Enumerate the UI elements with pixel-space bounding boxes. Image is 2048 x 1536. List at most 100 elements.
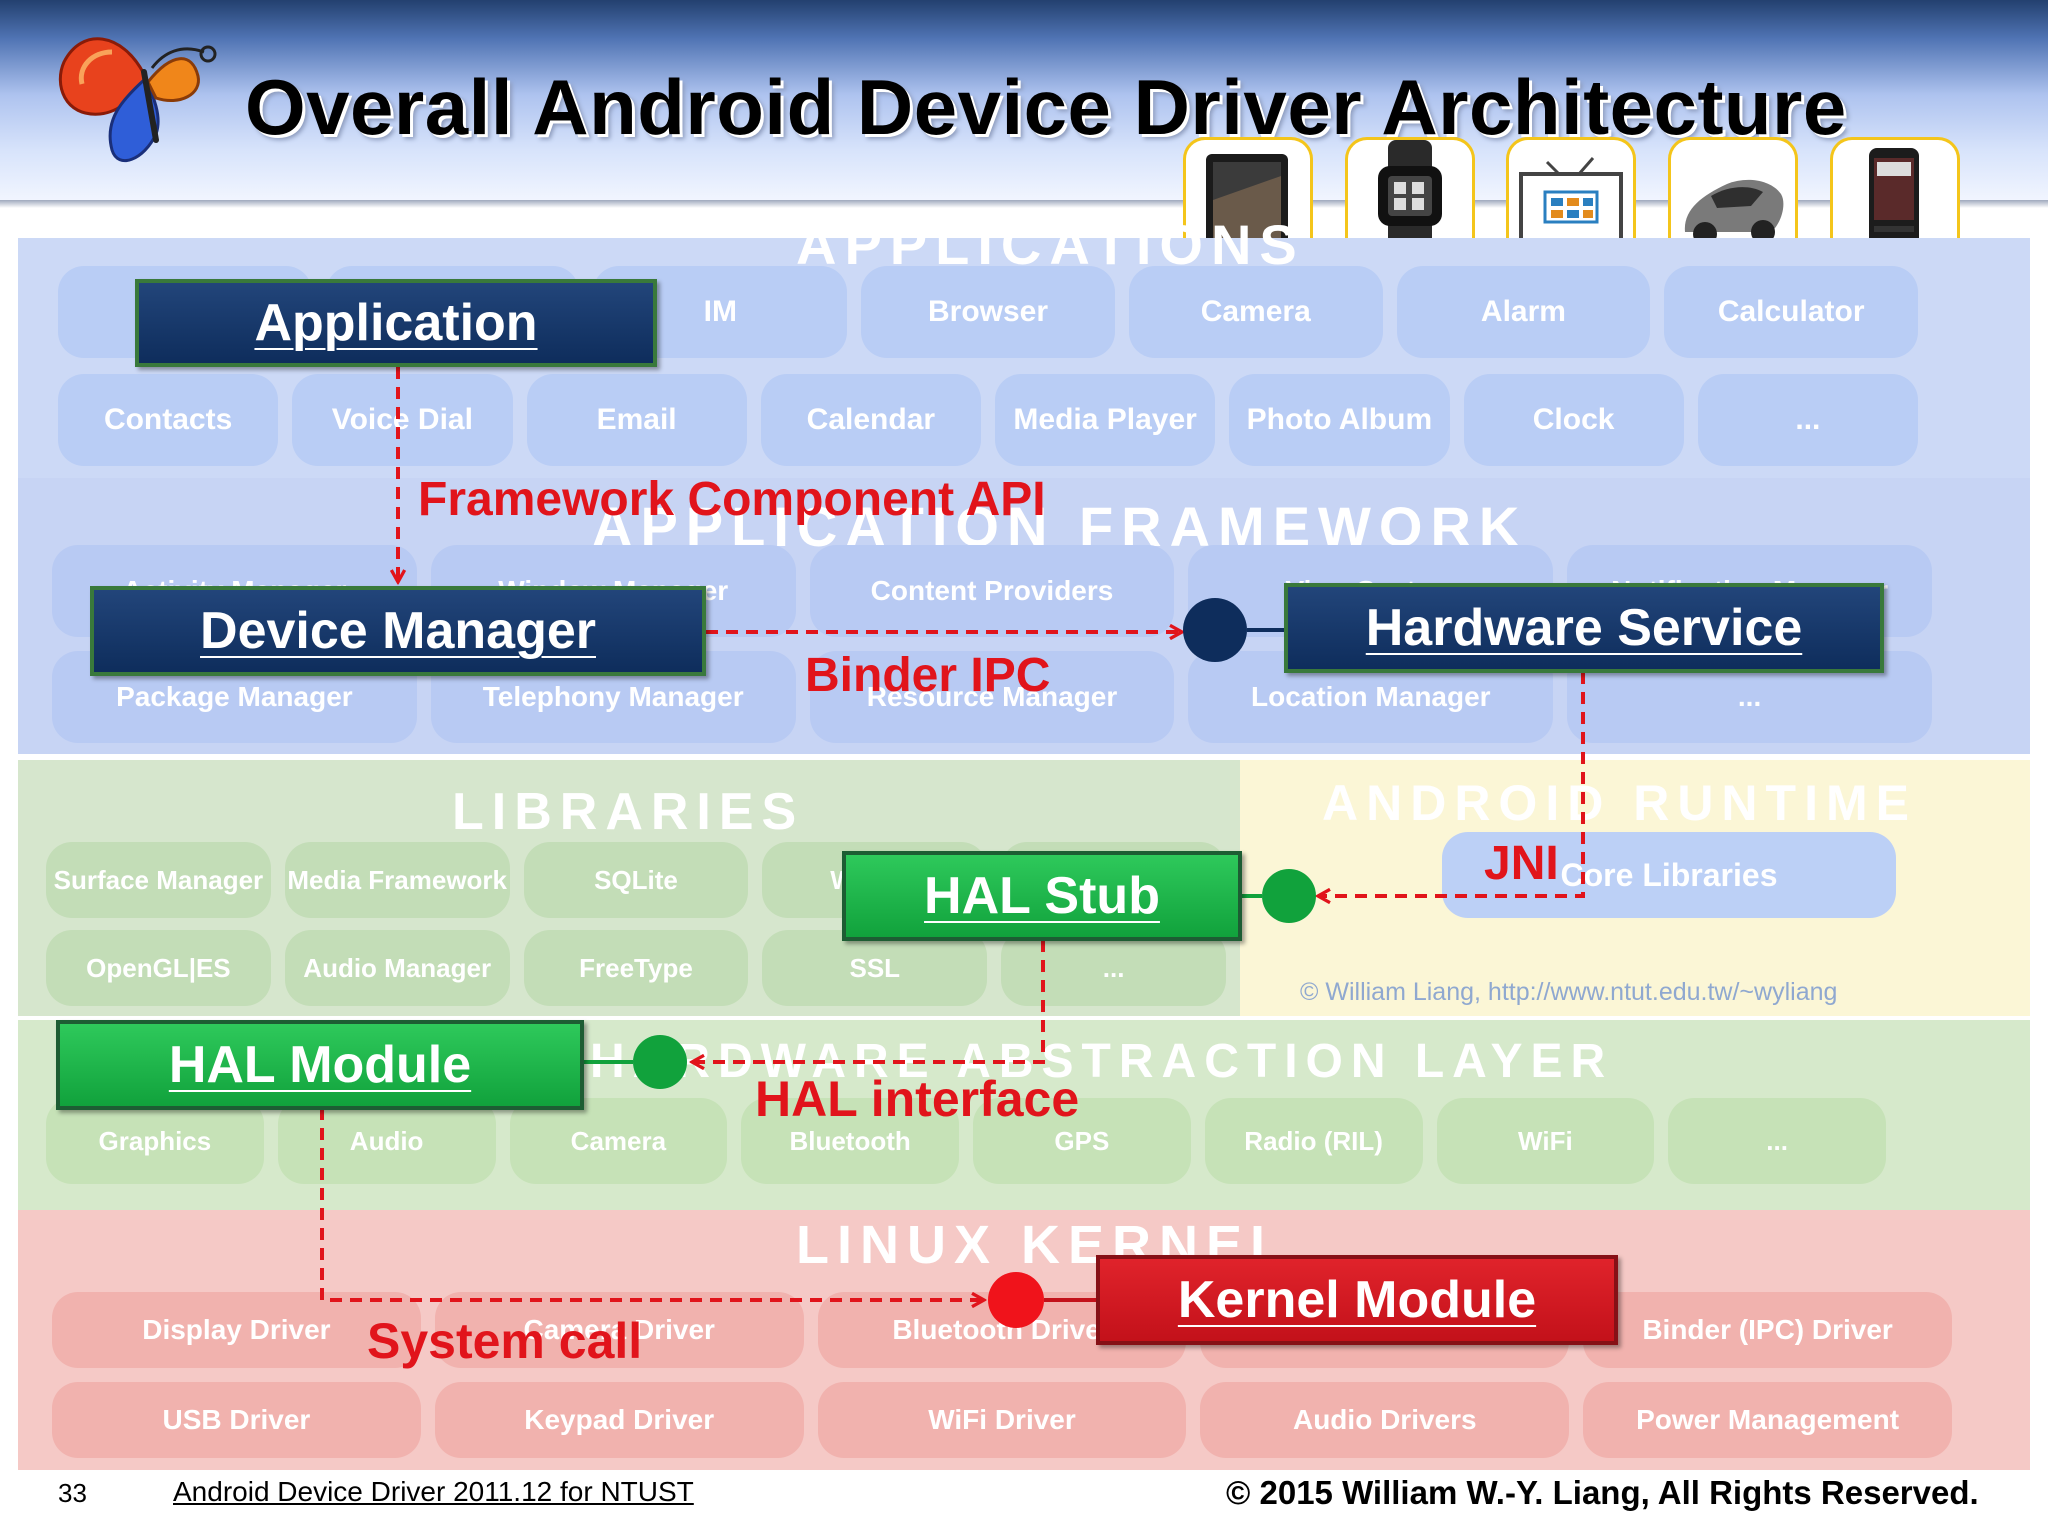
ghost-item-label: Resource Manager: [866, 681, 1118, 712]
ghost-item-label: Photo Album: [1246, 403, 1433, 436]
ghost-item: WiFi: [1436, 1098, 1655, 1184]
hal-module-box: HAL Module: [56, 1020, 584, 1110]
system-call-label: System call: [367, 1313, 643, 1369]
ghost-item-label: SSL: [849, 952, 901, 983]
device-thumbnail: [1183, 137, 1313, 255]
ghost-item-label: USB Driver: [162, 1404, 311, 1435]
ghost-item-label: Binder (IPC) Driver: [1642, 1314, 1893, 1345]
ghost-item: Camera Driver: [434, 1292, 804, 1368]
ghost-item-label: Browser: [927, 295, 1049, 328]
ghost-item: Display Driver: [52, 1292, 421, 1368]
ghost-item-label: Voice Dial: [331, 403, 473, 436]
ghost-item-label: Graphics: [98, 1125, 212, 1156]
ghost-item-label: FreeType: [579, 952, 693, 983]
ghost-item-label: WiFi Driver: [928, 1404, 1076, 1435]
hal-interface-label: HAL interface: [755, 1071, 1080, 1127]
libraries-layer-title: LIBRARIES: [452, 783, 805, 841]
hal-interface-arrow: [584, 940, 1045, 1089]
ghost-item-label: Surface Manager: [53, 864, 264, 895]
ghost-item-label: Telephony Manager: [482, 681, 744, 712]
ghost-item-label: Contacts: [103, 403, 233, 436]
ghost-item: Voice Dial: [292, 374, 513, 466]
device-thumbnail: [1345, 137, 1475, 255]
ghost-item: Calendar: [760, 374, 981, 466]
runtime-layer-title: ANDROID RUNTIME: [1322, 775, 1917, 831]
ghost-item: Alarm: [1396, 266, 1651, 358]
ghost-row: USB Driver Keypad Driver WiFi Driver Audio …: [52, 1382, 1952, 1458]
binder-ipc-label: Binder IPC: [805, 649, 1051, 702]
ghost-item: Clock: [1463, 374, 1684, 466]
ghost-item-label: Audio Manager: [303, 952, 492, 983]
ghost-item: Audio: [277, 1098, 496, 1184]
ghost-item-label: Audio: [349, 1125, 424, 1156]
ghost-item: SQLite: [523, 842, 749, 918]
ghost-item: Camera: [509, 1098, 728, 1184]
ghost-item-label: Power Management: [1636, 1404, 1900, 1435]
ghost-item-label: Alarm: [1480, 295, 1566, 328]
ghost-item-label: Location Manager: [1250, 681, 1491, 712]
header-divider: [0, 200, 2048, 208]
ghost-item-label: ...: [1102, 952, 1125, 983]
jni-arrow: [1242, 672, 1585, 923]
ghost-item-label: Display Driver: [142, 1314, 331, 1345]
jni-label: JNI: [1484, 837, 1559, 890]
hal-stub-box: HAL Stub: [842, 851, 1242, 941]
ghost-item-label: Package Manager: [116, 681, 353, 712]
ghost-item: Keypad Driver: [434, 1382, 804, 1458]
device-thumbnail: [1830, 137, 1960, 255]
ghost-item: Surface Manager: [46, 842, 271, 918]
ghost-row: OpenGL|ES Audio Manager FreeType SSL...: [46, 930, 1226, 1006]
ghost-item: OpenGL|ES: [46, 930, 271, 1006]
ghost-item: SSL: [762, 930, 988, 1006]
ghost-item: ...: [1668, 1098, 1886, 1184]
page-number: 33: [58, 1478, 87, 1508]
ghost-item: Resource Manager: [809, 651, 1175, 743]
binder-ipc-arrow: [706, 598, 1284, 662]
device-thumbnail: [1506, 137, 1636, 255]
ghost-item: Camera: [1128, 266, 1383, 358]
ghost-item: Graphics: [46, 1098, 264, 1184]
ghost-item-label: Content Providers: [870, 575, 1114, 606]
copyright-footer: © 2015 William W.-Y. Liang, All Rights R…: [1226, 1474, 1979, 1511]
kernel-module-port: [988, 1272, 1044, 1328]
ghost-item-label: Media Framework: [287, 864, 508, 895]
ghost-item: USB Driver: [52, 1382, 421, 1458]
watermark: © William Liang, http://www.ntut.edu.tw/…: [1300, 978, 1838, 1006]
ghost-item-label: OpenGL|ES: [86, 952, 231, 983]
core-libraries-ghost: Core Libraries: [1442, 832, 1896, 918]
ghost-item: Media Player: [995, 374, 1216, 466]
ghost-item: Power Management: [1583, 1382, 1952, 1458]
slide-title: Overall Android Device Driver Architectu…: [245, 63, 1847, 151]
ghost-item: ...: [1001, 930, 1226, 1006]
ghost-item: Radio (RIL): [1204, 1098, 1423, 1184]
ghost-item: FreeType: [523, 930, 749, 1006]
ghost-item: ...: [1697, 374, 1918, 466]
ghost-item-label: Email: [596, 403, 677, 436]
system-call-arrow: [320, 1108, 1096, 1328]
ghost-item: WiFi Driver: [817, 1382, 1187, 1458]
framework-api-label: Framework Component API: [418, 473, 1046, 526]
device-thumbnail: [1668, 137, 1798, 255]
device-manager-box: Device Manager: [90, 586, 706, 676]
ghost-item: Contacts: [58, 374, 279, 466]
ghost-item: Browser: [861, 266, 1115, 358]
ghost-item-label: Radio (RIL): [1244, 1125, 1383, 1156]
ghost-item-label: Keypad Driver: [524, 1404, 715, 1435]
ghost-item-label: ...: [1737, 681, 1762, 712]
ghost-item: Content Providers: [809, 545, 1175, 637]
ghost-item: Media Framework: [284, 842, 510, 918]
ghost-item: Bluetooth: [741, 1098, 959, 1184]
application-box: Application: [135, 279, 657, 367]
ghost-item: Photo Album: [1229, 374, 1450, 466]
ghost-item: Binder (IPC) Driver: [1583, 1292, 1952, 1368]
ghost-item: Email: [526, 374, 747, 466]
ghost-item-label: Audio Drivers: [1292, 1404, 1477, 1435]
hardware-service-box: Hardware Service: [1284, 583, 1884, 673]
ghost-item-label: SQLite: [594, 864, 678, 895]
hal-stub-port: [1262, 869, 1316, 923]
ghost-item: Audio Drivers: [1200, 1382, 1570, 1458]
